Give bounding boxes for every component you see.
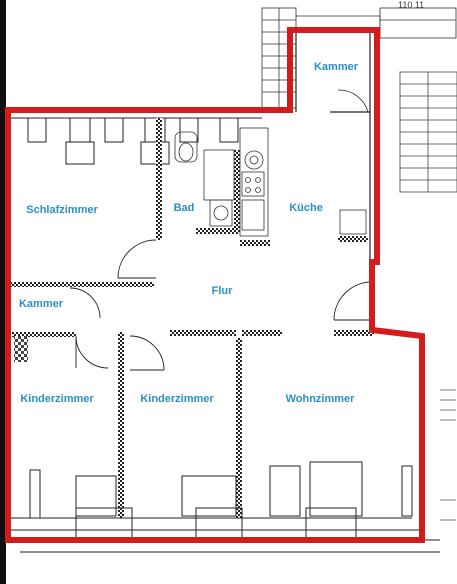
- kammer-shelf: [14, 336, 28, 362]
- wall-kinder2-top: [170, 330, 236, 336]
- room-label-schlafzimmer: Schlafzimmer: [26, 204, 98, 216]
- wall-bad-kueche: [234, 150, 240, 234]
- wall-schlaf-kammer: [10, 282, 154, 287]
- room-label-kammer-left: Kammer: [18, 298, 64, 310]
- kinderzimmer-doors: [75, 335, 165, 371]
- kammer-top-walls: [295, 30, 371, 260]
- wall-kueche-bottom-b: [338, 236, 368, 242]
- room-label-bad: Bad: [173, 202, 195, 214]
- wall-schlaf-bad: [156, 118, 162, 240]
- wall-kinder2-wohn: [236, 338, 242, 518]
- wall-kammer-bottom: [12, 332, 76, 337]
- right-margin-marks: [440, 389, 456, 521]
- room-label-wohnzimmer: Wohnzimmer: [285, 393, 355, 405]
- wall-kueche-bottom-a: [240, 240, 270, 246]
- wall-kinder1-kinder2: [118, 332, 124, 518]
- room-label-kinderzimmer-1: Kinderzimmer: [20, 393, 94, 405]
- wall-bad-bottom: [196, 228, 240, 234]
- room-label-kammer-top: Kammer: [313, 61, 359, 73]
- north-wall: [10, 111, 262, 165]
- wall-wohn-top-a: [242, 330, 282, 336]
- room-label-kueche: Küche: [289, 202, 323, 214]
- flur-doors: [69, 239, 373, 321]
- stairwell: [399, 71, 457, 193]
- apartment-outline: [5, 27, 425, 543]
- top-right-margin-text: 110 11: [398, 0, 425, 10]
- wall-wohn-top-b: [334, 330, 374, 336]
- left-border-strip: [0, 0, 6, 584]
- kitchen-fixtures: [239, 127, 367, 237]
- room-label-flur: Flur: [211, 285, 233, 297]
- bathroom-fixtures: [174, 131, 235, 227]
- room-label-kinderzimmer-2: Kinderzimmer: [140, 393, 214, 405]
